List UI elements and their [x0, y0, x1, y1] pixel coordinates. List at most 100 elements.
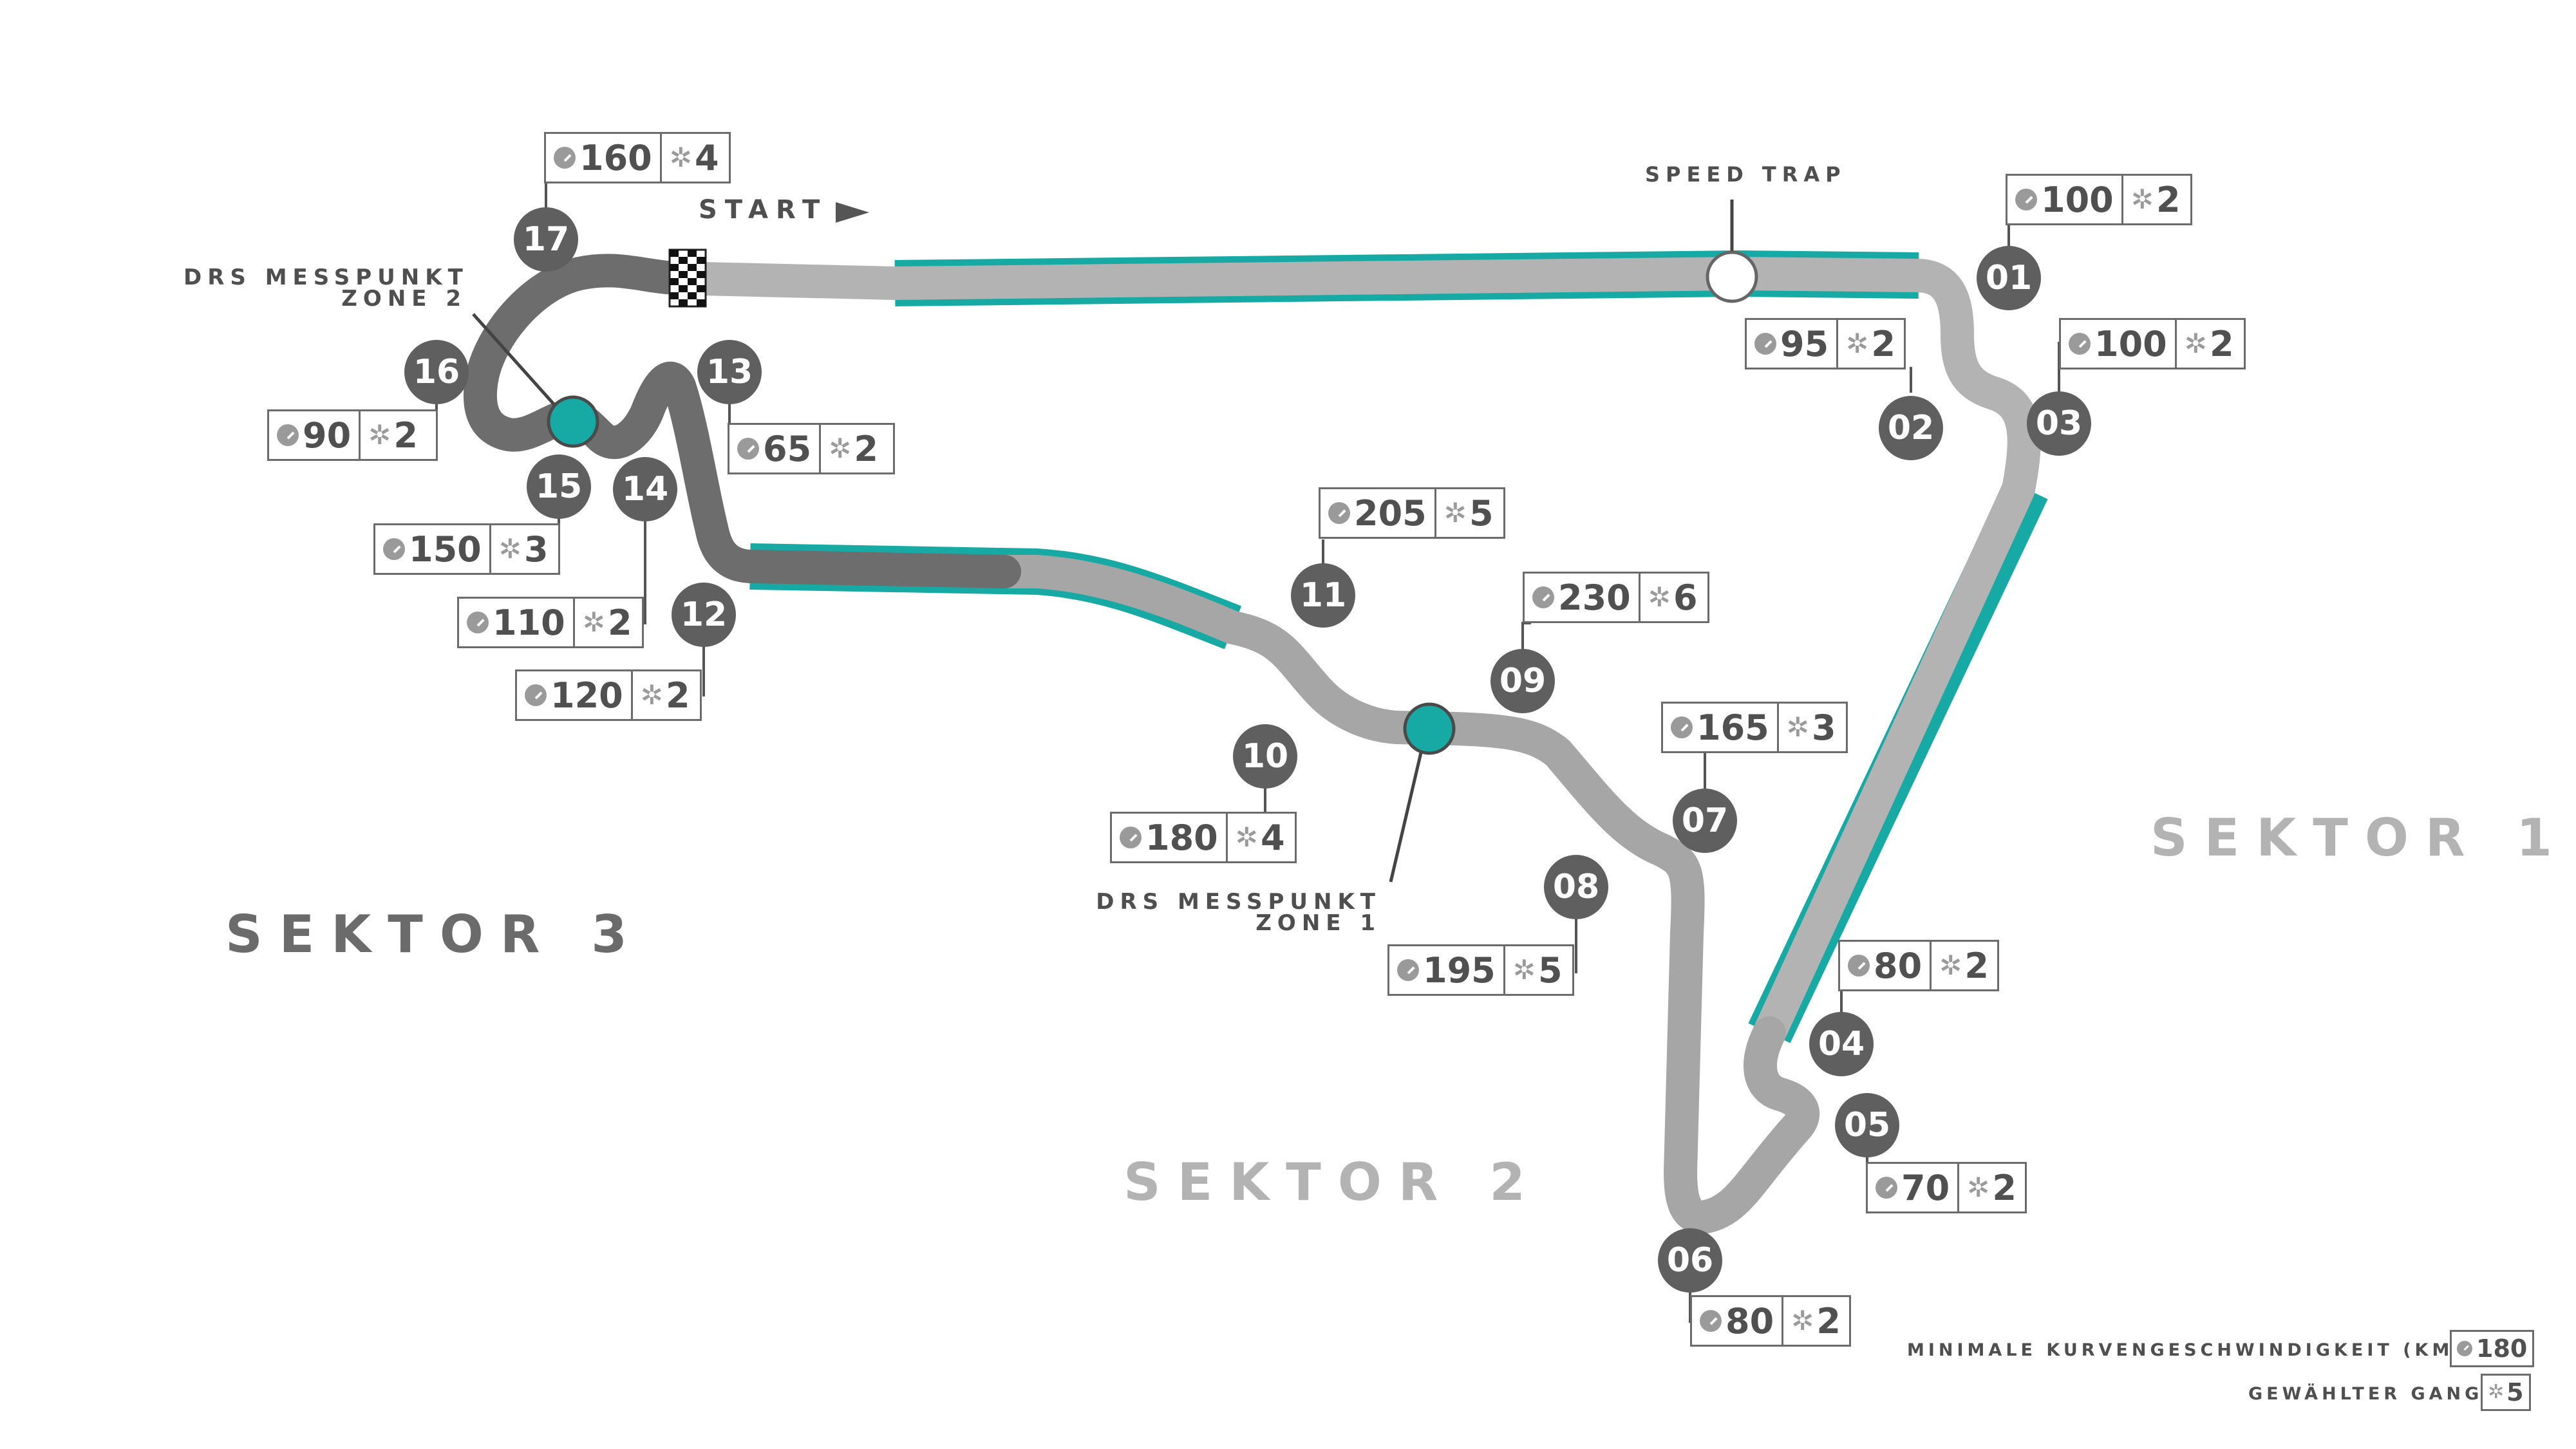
drs-zone-2-line1: DRS MESSPUNKT [183, 265, 469, 290]
sector-2-label: SEKTOR 2 [1123, 1152, 1542, 1212]
gear-icon: ✲ [640, 679, 663, 711]
drs-zone-2-label: DRS MESSPUNKT ZONE 2 [183, 265, 469, 310]
corner-15-badge: 15 [527, 454, 591, 519]
legend-speed-text: MINIMALE KURVENGESCHWINDIGKEIT (KM/H) [1907, 1340, 2494, 1360]
gear-icon: ✲ [1967, 1172, 1990, 1203]
speedometer-icon [1754, 333, 1776, 355]
info-box-divider [489, 525, 491, 573]
gear-icon: ✲ [1846, 328, 1869, 359]
info-box-divider [1225, 814, 1228, 861]
corner-12-gear: 2 [665, 675, 690, 716]
corner-15-info-box: 150✲3 [373, 523, 560, 575]
info-box-divider [2174, 320, 2177, 368]
gear-icon: ✲ [1235, 821, 1258, 853]
gear-icon: ✲ [669, 142, 692, 173]
corner-08-badge: 08 [1544, 855, 1608, 919]
corner-13-speed: 65 [763, 428, 812, 469]
corner-05-speed: 70 [1901, 1167, 1950, 1208]
info-box-divider [359, 411, 361, 459]
gear-icon: ✲ [2130, 183, 2154, 215]
corner-02-info-box: 95✲2 [1745, 318, 1906, 369]
corner-05-gear: 2 [1992, 1167, 2017, 1208]
track-sector2 [988, 555, 1820, 1234]
corner-07-badge: 07 [1673, 789, 1737, 853]
gear-icon: ✲ [2184, 328, 2207, 359]
corner-03-speed: 100 [2094, 323, 2167, 364]
drs-zone-1-line2: ZONE 1 [1255, 910, 1381, 936]
corner-06-gear: 2 [1816, 1300, 1841, 1341]
corner-14-gear: 2 [607, 602, 632, 643]
speedometer-icon [467, 612, 489, 633]
gear-icon: ✲ [1648, 581, 1671, 613]
speed-trap-marker [1706, 250, 1758, 303]
info-box-divider [2121, 176, 2123, 223]
corner-10-gear: 4 [1260, 817, 1285, 858]
speedometer-icon [1671, 716, 1693, 738]
corner-12-speed: 120 [550, 675, 623, 716]
corner-01-speed: 100 [2041, 179, 2114, 220]
corner-17-speed: 160 [579, 137, 652, 178]
corner-09-gear: 6 [1673, 577, 1698, 618]
corner-17-info-box: 160✲4 [544, 132, 731, 183]
speedometer-icon [1120, 827, 1142, 848]
corner-05-info-box: 70 ✲2 [1866, 1162, 2027, 1213]
info-box-divider [572, 599, 575, 646]
corner-03-badge: 03 [2027, 391, 2091, 456]
start-label: START [699, 195, 828, 225]
corner-04-info-box: 80✲2 [1838, 940, 1999, 991]
drs2-point [547, 395, 599, 448]
drs1-point [1403, 702, 1456, 755]
info-box-divider [1776, 704, 1779, 751]
corner-16-speed: 90 [303, 415, 352, 456]
sector-3-label: SEKTOR 3 [225, 904, 644, 964]
corner-04-gear: 2 [1964, 945, 1989, 986]
gear-icon: ✲ [582, 606, 605, 638]
corner-10-badge: 10 [1233, 724, 1297, 789]
corner-06-info-box: 80✲2 [1690, 1295, 1851, 1347]
corner-03-gear: 2 [2209, 323, 2234, 364]
sector-1-label: SEKTOR 1 [2150, 808, 2569, 868]
corner-16-info-box: 90✲2 [267, 409, 438, 461]
corner-11-speed: 205 [1354, 492, 1427, 534]
corner-02-speed: 95 [1780, 323, 1829, 364]
speedometer-icon [737, 438, 759, 460]
corner-07-speed: 165 [1697, 707, 1769, 748]
corner-06-badge: 06 [1658, 1228, 1722, 1293]
drs-zone-1-line1: DRS MESSPUNKT [1096, 889, 1381, 915]
corner-05-badge: 05 [1835, 1093, 1899, 1157]
speedometer-icon [1876, 1177, 1897, 1199]
corner-14-info-box: 110✲2 [457, 597, 644, 648]
info-box-divider [1930, 942, 1932, 989]
corner-11-badge: 11 [1291, 563, 1355, 628]
legend-gear-text: GEWÄHLTER GANG [2248, 1384, 2483, 1404]
corner-09-speed: 230 [1558, 577, 1631, 618]
corner-04-badge: 04 [1809, 1012, 1874, 1076]
speedometer-icon [554, 147, 576, 169]
corner-07-gear: 3 [1811, 707, 1836, 748]
gear-icon: ✲ [1512, 954, 1536, 986]
start-arrow-icon [836, 202, 869, 223]
info-box-divider [1638, 574, 1641, 621]
corner-12-info-box: 120 ✲2 [515, 669, 702, 721]
corner-01-info-box: 100✲2 [2006, 174, 2192, 225]
corner-14-badge: 14 [613, 457, 677, 521]
corner-08-info-box: 195✲5 [1387, 944, 1574, 996]
info-box-divider [630, 671, 633, 719]
corner-13-info-box: 65✲2 [728, 423, 895, 474]
drs1-leader [1389, 730, 1428, 883]
drs-zone-1-label: DRS MESSPUNKT ZONE 1 [1088, 889, 1381, 936]
corner-01-badge: 01 [1977, 246, 2041, 310]
corner-15-gear: 3 [523, 528, 549, 570]
speedometer-icon [277, 424, 299, 446]
info-box-divider [1836, 320, 1839, 368]
corner-02-badge: 02 [1879, 396, 1943, 460]
corner-07-info-box: 165✲3 [1661, 702, 1848, 753]
speedometer-icon [1532, 586, 1554, 608]
corner-10-speed: 180 [1145, 817, 1218, 858]
gear-icon: ✲ [1443, 497, 1467, 528]
gear-icon: ✲ [829, 433, 852, 464]
speedometer-icon [2069, 333, 2091, 355]
speedometer-icon [1397, 959, 1419, 981]
info-box-divider [1434, 489, 1436, 537]
